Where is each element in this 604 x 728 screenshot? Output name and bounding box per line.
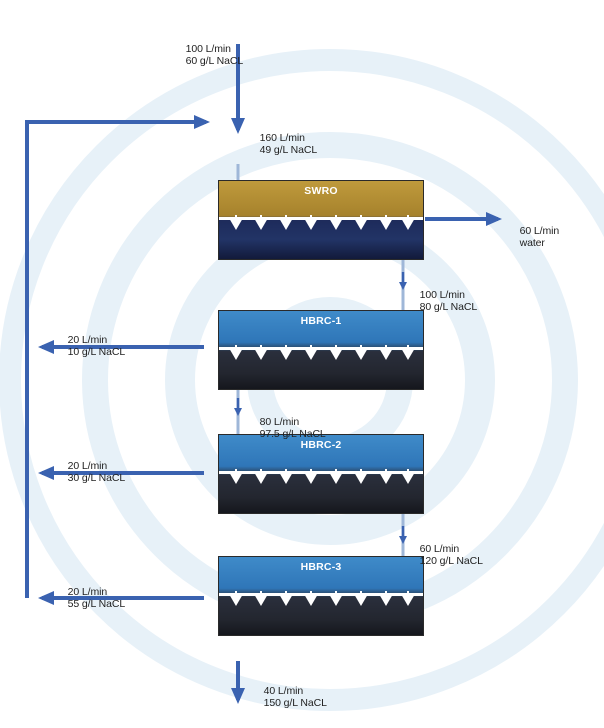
hbrc1-recycle-conc: 10 g/L NaCL xyxy=(67,346,126,358)
hbrc3-recycle-label: 20 L/min 55 g/L NaCL xyxy=(62,574,126,610)
hbrc1-recycle-flow: 20 L/min xyxy=(67,334,108,346)
hbrc2-unit: HBRC-2 xyxy=(218,434,424,514)
hbrc3-recycle-flow: 20 L/min xyxy=(67,586,108,598)
hbrc1-recycle-label: 20 L/min 10 g/L NaCL xyxy=(62,322,126,358)
recycle-return-line xyxy=(25,115,210,598)
swro-permeate-conc: water xyxy=(519,237,545,249)
swro-feed-flow: 160 L/min xyxy=(259,132,305,144)
hbrc2-membrane xyxy=(219,471,423,474)
hbrc1-unit: HBRC-1 xyxy=(218,310,424,390)
final-brine-conc: 150 g/L NaCL xyxy=(263,697,327,709)
swro-brine-flow: 100 L/min xyxy=(419,289,465,301)
feed-flow: 100 L/min xyxy=(185,43,231,55)
hbrc1-brine-conc: 97.5 g/L NaCL xyxy=(259,428,326,440)
feed-conc: 60 g/L NaCL xyxy=(185,55,244,67)
swro-title: SWRO xyxy=(304,185,338,197)
final-brine-label: 40 L/min 150 g/L NaCL xyxy=(258,673,327,709)
hbrc2-brine-label: 60 L/min 120 g/L NaCL xyxy=(414,531,483,567)
hbrc3-title: HBRC-3 xyxy=(300,561,342,573)
swro-permeate-flow: 60 L/min xyxy=(519,225,560,237)
swro-brine-conc: 80 g/L NaCL xyxy=(419,301,478,313)
swro-brine-label: 100 L/min 80 g/L NaCL xyxy=(414,277,478,313)
swro-unit: SWRO xyxy=(218,180,424,260)
hbrc3-recycle-conc: 55 g/L NaCL xyxy=(67,598,126,610)
hbrc2-recycle-label: 20 L/min 30 g/L NaCL xyxy=(62,448,126,484)
hbrc2-title: HBRC-2 xyxy=(300,439,342,451)
hbrc2-recycle-conc: 30 g/L NaCL xyxy=(67,472,126,484)
hbrc1-brine-label: 80 L/min 97.5 g/L NaCL xyxy=(254,404,326,440)
final-brine-flow: 40 L/min xyxy=(263,685,304,697)
hbrc2-recycle-flow: 20 L/min xyxy=(67,460,108,472)
hbrc3-permeation-arrows xyxy=(229,591,415,612)
hbrc1-permeation-arrows xyxy=(229,345,415,366)
swro-feed-label: 160 L/min 49 g/L NaCL xyxy=(254,120,318,156)
hbrc3-membrane xyxy=(219,593,423,596)
hbrc2-brine-flow: 60 L/min xyxy=(419,543,460,555)
hbrc2-brine-conc: 120 g/L NaCL xyxy=(419,555,483,567)
hbrc2-permeation-arrows xyxy=(229,469,415,490)
hbrc1-membrane xyxy=(219,347,423,350)
swro-permeation-arrows xyxy=(229,215,415,236)
swro-feed-conc: 49 g/L NaCL xyxy=(259,144,318,156)
swro-permeate-label: 60 L/min water xyxy=(514,213,565,249)
hbrc3-unit: HBRC-3 xyxy=(218,556,424,636)
hbrc1-brine-flow: 80 L/min xyxy=(259,416,300,428)
swro-membrane xyxy=(219,217,423,220)
feed-label: 100 L/min 60 g/L NaCL xyxy=(180,31,244,67)
hbrc1-title: HBRC-1 xyxy=(300,315,342,327)
